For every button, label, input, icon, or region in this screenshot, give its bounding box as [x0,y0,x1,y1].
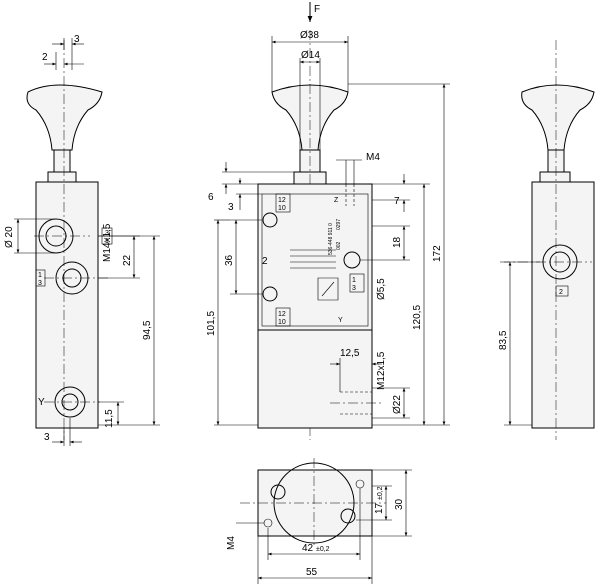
bottom-dim-m4: M4 [226,536,237,550]
front-label-12a: 12 [278,197,286,204]
front-hole-bottom [262,286,278,302]
right-view: 2 83,5 [498,40,595,440]
front-dim-dia-5-5: Ø5,5 [376,278,387,300]
right-port-label: 2 [559,289,563,296]
bottom-hole-br [340,508,356,524]
bottom-dim-55: 55 [306,567,318,578]
front-body [257,183,373,429]
bottom-dim-42-tol: ±0,2 [316,546,330,553]
right-knob [521,84,595,151]
right-dim-83-5: 83,5 [498,330,509,350]
left-dim-top-3: 3 [74,34,80,45]
front-hole-top [262,212,278,228]
right-collar [539,171,571,183]
front-label-12b: 12 [278,311,286,318]
left-port-label-1b: 1 [38,272,42,279]
left-port-label-3a: 3 [105,230,109,237]
force-label: F [314,4,320,15]
front-dim-101-5: 101,5 [206,311,217,336]
front-dim-7: 7 [394,196,400,207]
front-part-line1: 536-448 911 0 [328,223,334,255]
front-dim-dia-14: Ø14 [301,50,320,61]
left-dim-94-5: 94,5 [142,320,153,340]
front-dim-12-5: 12,5 [340,348,360,359]
left-dim-dia-20: Ø 20 [4,226,15,248]
front-dim-172: 172 [432,245,443,262]
front-dim-6: 6 [208,192,214,203]
front-dim-dia-38: Ø38 [300,30,319,41]
front-label-1: 1 [352,277,356,284]
front-dim-36: 36 [224,254,235,266]
left-dim-bottom-3: 3 [44,432,50,443]
left-port-label-3b: 3 [38,280,42,287]
bottom-dim-30: 30 [394,498,405,510]
bottom-dim-17: 17 [374,502,385,514]
front-label-10b: 10 [278,319,286,326]
left-dim-top-2: 2 [42,52,48,63]
front-part-line3: 002 [336,241,342,250]
front-label-z: Z [334,197,339,204]
front-dim-dia-22: Ø22 [392,395,403,414]
front-label-2: 2 [262,256,268,267]
front-label-3: 3 [352,285,356,292]
bottom-dim-17-tol: ±0,2 [377,486,384,500]
front-dim-120-5: 120,5 [412,305,423,330]
left-view: 3 1 1 3 Y 3 2 Ø 20 M14x1,5 22 94,5 [4,34,160,446]
left-port-label-1a: 1 [105,238,109,245]
front-knob [271,84,349,151]
left-dim-11-5: 11,5 [104,409,115,428]
right-body [531,181,595,429]
front-label-10a: 10 [278,205,286,212]
left-y-label: Y [38,397,45,408]
front-dim-m12: M12x1,5 [376,351,387,390]
left-knob [26,84,103,151]
front-part-line2: 0297 [336,219,342,230]
front-dim-18: 18 [392,236,403,248]
left-dim-thread: M14x1,5 [102,223,113,262]
left-collar [47,171,77,183]
bottom-hole-tl [270,484,286,500]
front-dim-3: 3 [228,202,234,213]
left-dim-22: 22 [122,254,133,266]
front-view: F 12 10 Z 2 1 3 12 10 Y 536-448 911 0 [206,2,450,440]
front-label-y: Y [338,317,343,324]
bottom-view: 17 ±0,2 30 M4 42 ±0,2 55 [226,458,412,584]
bottom-dim-42: 42 [302,543,314,554]
front-dim-m4: M4 [366,152,380,163]
